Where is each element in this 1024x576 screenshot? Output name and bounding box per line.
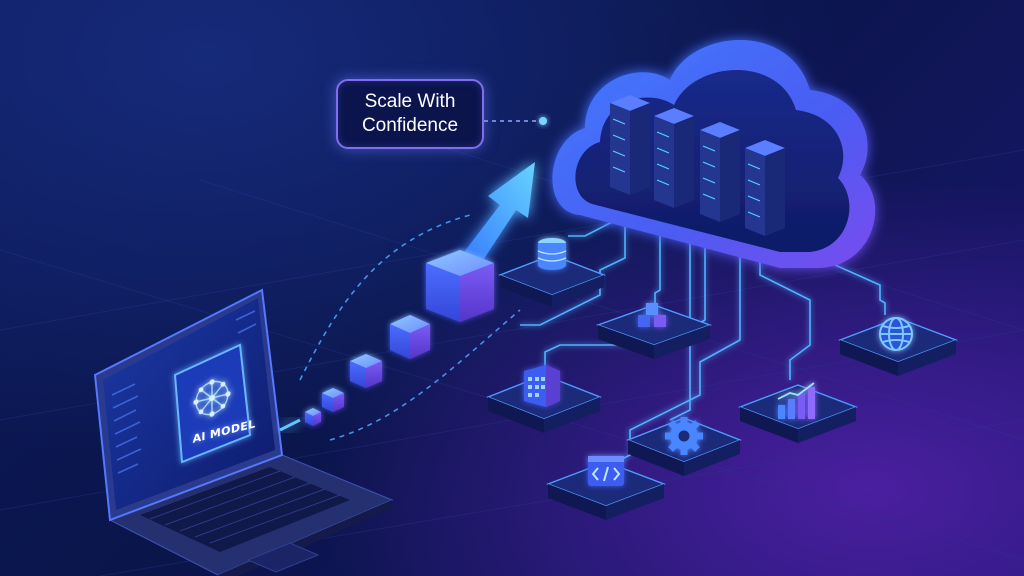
dashed-flow-lines (299, 214, 521, 441)
database-icon (537, 238, 567, 270)
laptop (93, 288, 394, 576)
server-racks (610, 95, 785, 236)
growth-cubes (305, 250, 494, 426)
gear-icon (665, 417, 703, 455)
callout-connector (484, 117, 547, 125)
growth-arrow (452, 162, 535, 280)
analytics-node (738, 382, 858, 443)
globe-node (838, 317, 958, 376)
building-icon (524, 365, 560, 407)
service-nodes (486, 238, 958, 520)
code-icon (588, 456, 624, 486)
scale-with-confidence-callout: Scale With Confidence (336, 79, 484, 149)
cloud-connectors (520, 205, 886, 461)
neural-network-icon (193, 379, 231, 417)
globe-icon (879, 317, 913, 351)
blocks-icon (638, 303, 666, 327)
keyboard (140, 467, 350, 552)
callout-text: Scale With Confidence (361, 91, 459, 136)
database-node (498, 238, 606, 307)
code-node (546, 456, 666, 520)
blocks-node (595, 303, 713, 359)
building-node (486, 365, 602, 433)
settings-node (626, 417, 742, 476)
bar-chart-icon (777, 382, 815, 419)
